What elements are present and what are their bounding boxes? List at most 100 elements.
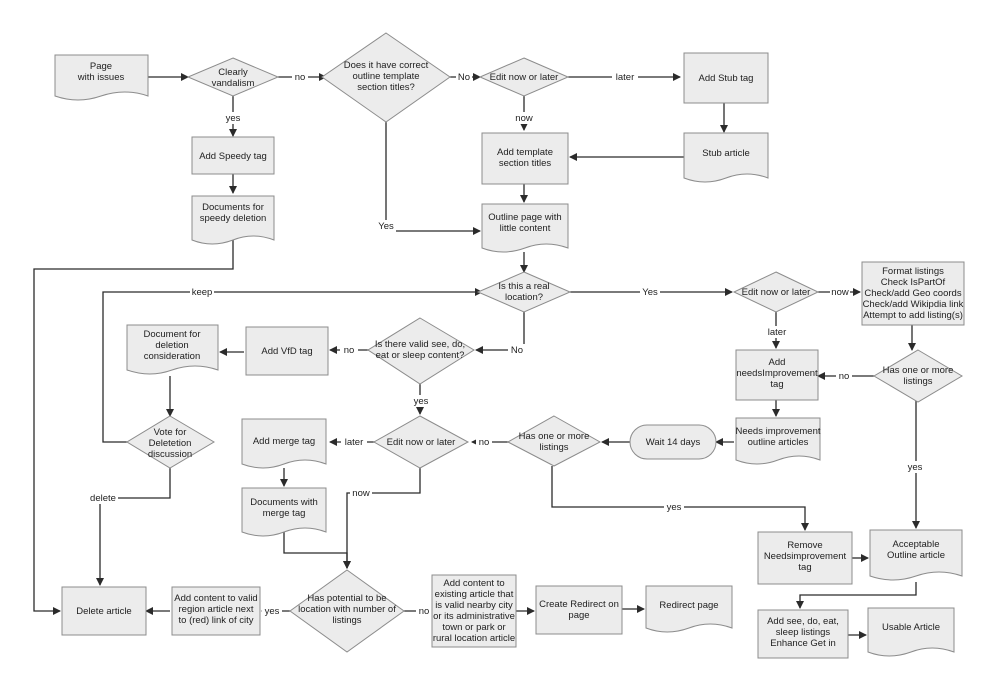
process-delete-article: Delete article	[61, 586, 147, 636]
svg-text:later: later	[345, 437, 363, 448]
svg-text:now: now	[352, 488, 370, 499]
edge-label-keep: keep	[190, 286, 214, 298]
document-usable-article: Usable Article	[867, 607, 955, 657]
edge-label-no: no	[476, 436, 492, 448]
svg-text:yes: yes	[226, 113, 241, 124]
svg-text:Usable Article: Usable Article	[882, 622, 940, 633]
edge-labels: no No later yes now Yes keep Yes now lat…	[88, 71, 925, 617]
svg-text:No: No	[458, 72, 470, 83]
svg-text:Edit now or later: Edit now or later	[387, 437, 456, 448]
svg-text:Add VfD tag: Add VfD tag	[261, 346, 312, 357]
edge-label-no: no	[292, 71, 308, 83]
svg-text:yes: yes	[265, 606, 280, 617]
decision-valid-content: Is there valid see, do,eat or sleep cont…	[367, 317, 475, 385]
edge-label-yes: yes	[411, 395, 431, 407]
edge-label-yes: yes	[664, 501, 684, 513]
svg-text:no: no	[839, 371, 850, 382]
svg-text:later: later	[768, 327, 786, 338]
process-add-speedy-tag: Add Speedy tag	[191, 136, 275, 175]
svg-text:Is there valid see, do,eat or: Is there valid see, do,eat or sleep cont…	[375, 339, 465, 361]
svg-text:Add merge tag: Add merge tag	[253, 436, 315, 447]
decision-edit-now-or-later-2: Edit now or later	[732, 271, 820, 313]
edge-label-no: no	[416, 605, 432, 617]
svg-text:keep: keep	[192, 287, 213, 298]
svg-text:Yes: Yes	[378, 221, 394, 232]
edge-label-now: now	[830, 286, 850, 298]
document-add-merge-tag: Add merge tag	[241, 418, 327, 469]
svg-text:now: now	[515, 113, 533, 124]
edge-label-now: now	[514, 112, 534, 124]
edge-label-yes: yes	[224, 112, 242, 124]
svg-text:Stub article: Stub article	[702, 148, 750, 159]
process-add-vfd-tag: Add VfD tag	[245, 326, 329, 376]
svg-text:Edit now or later: Edit now or later	[742, 287, 811, 298]
edge-label-yes: yes	[905, 461, 925, 473]
edge-label-yes: yes	[262, 605, 282, 617]
edge-label-no: No	[456, 71, 472, 83]
svg-text:No: No	[511, 345, 523, 356]
svg-text:Edit now or later: Edit now or later	[490, 72, 559, 83]
svg-text:now: now	[831, 287, 849, 298]
decision-edit-now-or-later: Edit now or later	[478, 57, 570, 97]
process-add-stub-tag: Add Stub tag	[683, 52, 769, 104]
svg-text:yes: yes	[667, 502, 682, 513]
svg-text:Yes: Yes	[642, 287, 658, 298]
edge-label-later: later	[764, 326, 790, 338]
svg-text:later: later	[616, 72, 634, 83]
edge-label-no: No	[508, 344, 526, 356]
svg-text:no: no	[479, 437, 490, 448]
svg-text:Wait 14 days: Wait 14 days	[646, 437, 701, 448]
svg-text:Add Speedy tag: Add Speedy tag	[199, 151, 267, 162]
decision-edit-now-or-later-3: Edit now or later	[372, 415, 470, 469]
svg-text:yes: yes	[908, 462, 923, 473]
edge-label-later: later	[612, 71, 638, 83]
svg-text:Add Stub tag: Add Stub tag	[699, 73, 754, 84]
svg-text:Redirect page: Redirect page	[659, 600, 718, 611]
document-redirect-page: Redirect page	[645, 585, 733, 633]
edge-label-now: now	[350, 487, 372, 499]
svg-text:Delete article: Delete article	[76, 606, 131, 617]
edge-label-delete: delete	[88, 492, 118, 504]
